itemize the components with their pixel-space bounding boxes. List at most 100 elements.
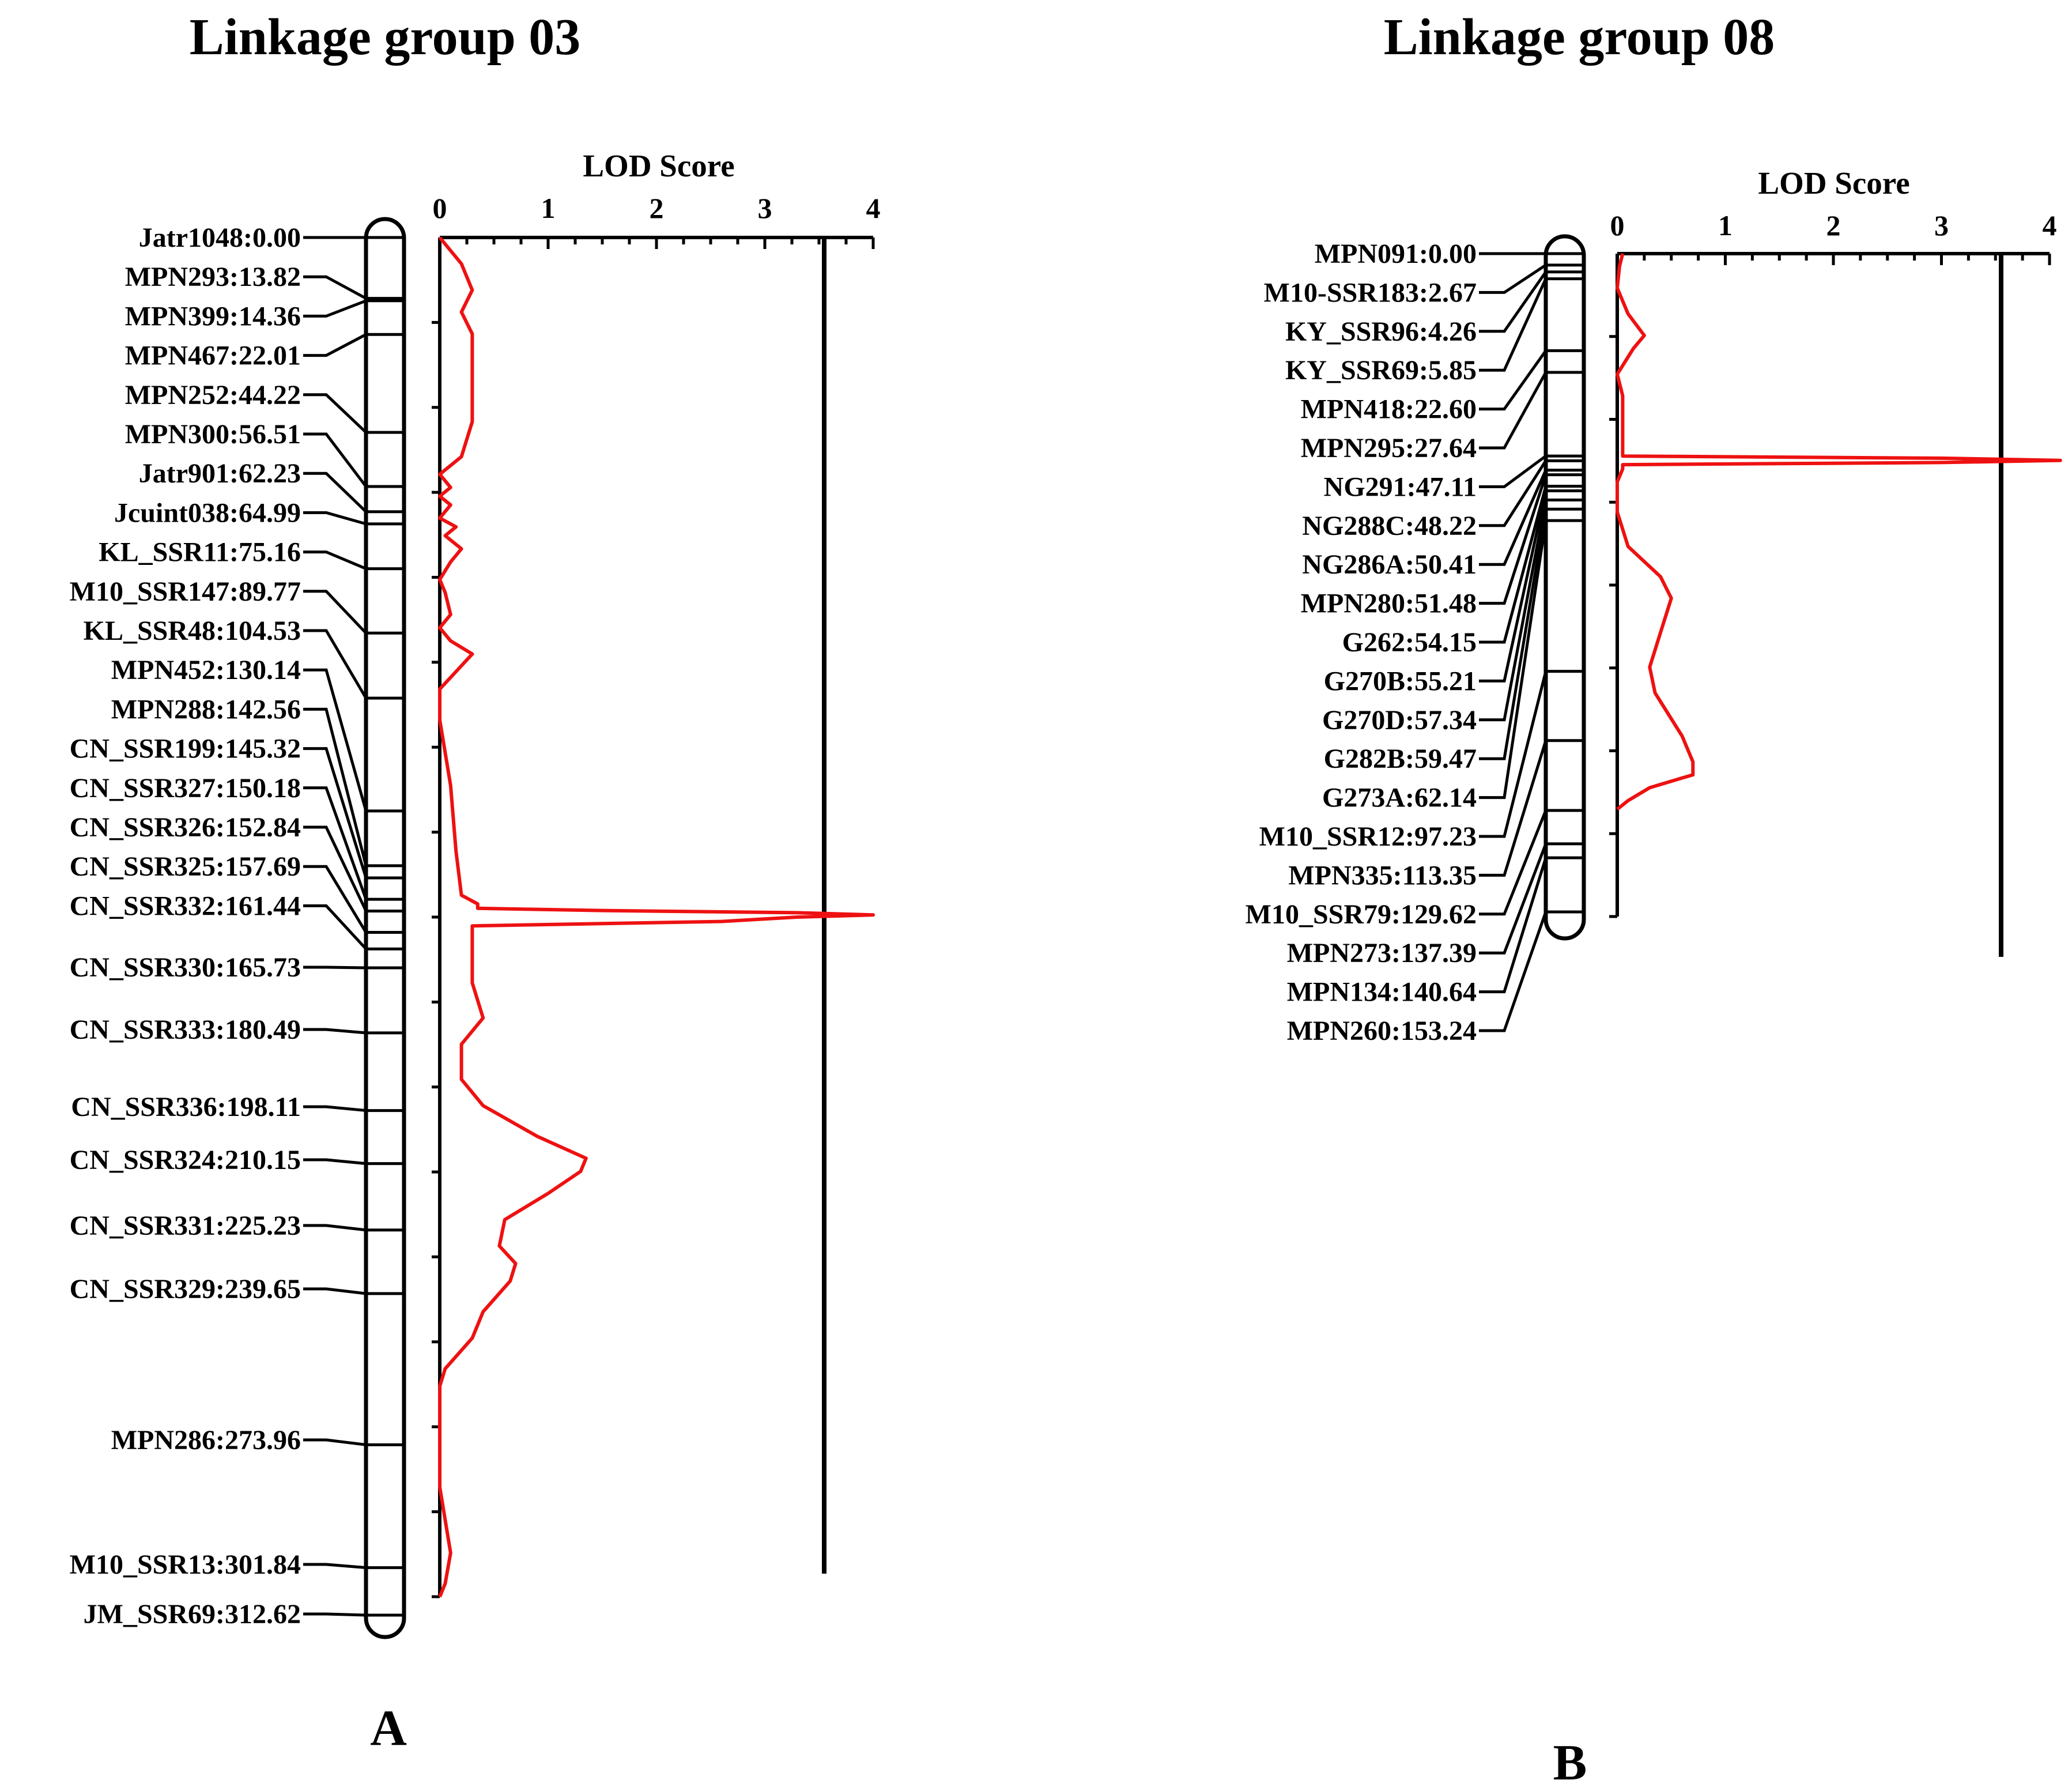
marker-label: MPN091:0.00 bbox=[1315, 239, 1477, 269]
marker-label: M10_SSR13:301.84 bbox=[70, 1549, 301, 1580]
marker-label: CN_SSR327:150.18 bbox=[70, 773, 301, 804]
marker-label: KY_SSR96:4.26 bbox=[1285, 316, 1477, 347]
marker-connector bbox=[1479, 499, 1548, 722]
marker-connector bbox=[303, 865, 368, 933]
marker-label: MPN335:113.35 bbox=[1288, 860, 1477, 891]
marker-connector bbox=[303, 825, 368, 912]
marker-label: Jcuint038:64.99 bbox=[114, 497, 301, 528]
marker-label: MPN260:153.24 bbox=[1287, 1016, 1477, 1046]
marker-label: NG288C:48.22 bbox=[1302, 511, 1477, 541]
lod-curve bbox=[1616, 253, 2062, 811]
lod-curve bbox=[438, 236, 875, 1598]
lod-tick-label: 0 bbox=[433, 192, 447, 224]
marker-label: NG286A:50.41 bbox=[1302, 549, 1477, 580]
marker-label: MPN399:14.36 bbox=[125, 301, 301, 331]
marker-connector bbox=[1479, 485, 1548, 644]
marker-connector bbox=[303, 299, 367, 318]
marker-label: CN_SSR330:165.73 bbox=[70, 952, 301, 983]
lod-tick-label: 0 bbox=[1610, 209, 1625, 242]
marker-connector bbox=[1479, 469, 1548, 566]
marker-label: CN_SSR324:210.15 bbox=[70, 1145, 301, 1175]
marker-label: CN_SSR199:145.32 bbox=[70, 734, 301, 764]
marker-label: MPN467:22.01 bbox=[125, 341, 301, 371]
marker-label: MPN295:27.64 bbox=[1301, 433, 1477, 463]
marker-connector bbox=[1479, 911, 1548, 1032]
lod-tick-label: 4 bbox=[2043, 209, 2057, 242]
marker-label: CN_SSR331:225.23 bbox=[70, 1210, 301, 1241]
marker-label: KL_SSR11:75.16 bbox=[99, 537, 301, 568]
marker-label: CN_SSR333:180.49 bbox=[70, 1015, 301, 1045]
marker-connector bbox=[303, 275, 367, 300]
marker-label: MPN252:44.22 bbox=[125, 380, 301, 410]
marker-label: MPN300:56.51 bbox=[125, 419, 301, 450]
panel-a-letter: A bbox=[370, 1700, 407, 1756]
marker-connector bbox=[1479, 278, 1548, 372]
marker-label: NG291:47.11 bbox=[1324, 472, 1477, 502]
marker-connector bbox=[303, 472, 367, 513]
marker-label: MPN280:51.48 bbox=[1301, 589, 1477, 619]
panel-a-linkage-map: Jatr1048:0.00MPN293:13.82MPN399:14.36MPN… bbox=[70, 192, 881, 1639]
marker-connector bbox=[303, 333, 367, 357]
marker-label: G282B:59.47 bbox=[1324, 744, 1477, 774]
marker-connector bbox=[303, 1563, 367, 1570]
marker-connector bbox=[1479, 474, 1548, 605]
marker-connector bbox=[303, 1224, 367, 1232]
marker-label: CN_SSR329:239.65 bbox=[70, 1274, 301, 1304]
marker-connector bbox=[303, 1158, 367, 1166]
marker-label: MPN286:273.96 bbox=[111, 1425, 301, 1455]
panel-b-letter: B bbox=[1553, 1735, 1587, 1780]
lod-tick-label: 3 bbox=[1934, 209, 1949, 242]
marker-label: CN_SSR325:157.69 bbox=[70, 851, 301, 882]
marker-connector bbox=[1479, 263, 1547, 294]
marker-connector bbox=[1479, 371, 1548, 450]
panel-a-title: Linkage group 03 bbox=[190, 9, 581, 66]
chromosome-bar bbox=[364, 217, 406, 1639]
marker-label: JM_SSR69:312.62 bbox=[84, 1599, 301, 1630]
marker-connector bbox=[303, 629, 368, 699]
panel-b-title: Linkage group 08 bbox=[1384, 9, 1775, 66]
chromosome-bar bbox=[1543, 234, 1586, 941]
marker-connector bbox=[1479, 455, 1547, 488]
lod-tick-label: 4 bbox=[866, 192, 881, 224]
marker-label: CN_SSR326:152.84 bbox=[70, 812, 301, 843]
marker-connector bbox=[303, 1287, 367, 1295]
marker-label: CN_SSR336:198.11 bbox=[71, 1092, 301, 1122]
marker-label: MPN134:140.64 bbox=[1287, 977, 1477, 1008]
marker-connector bbox=[303, 904, 367, 950]
panel-b-linkage-map: MPN091:0.00M10-SSR183:2.67KY_SSR96:4.26K… bbox=[1246, 209, 2062, 1046]
marker-connector bbox=[1479, 508, 1548, 760]
lod-tick-label: 1 bbox=[541, 192, 556, 224]
marker-connector bbox=[303, 668, 368, 812]
marker-connector bbox=[303, 1438, 367, 1446]
marker-label: Jatr901:62.23 bbox=[139, 458, 301, 489]
marker-connector bbox=[1479, 460, 1548, 527]
marker-connector bbox=[1479, 843, 1548, 955]
marker-connector bbox=[303, 1028, 367, 1035]
marker-label: G270B:55.21 bbox=[1324, 666, 1477, 696]
lod-tick-label: 2 bbox=[1826, 209, 1841, 242]
marker-label: G273A:62.14 bbox=[1322, 783, 1477, 813]
marker-connector bbox=[1479, 670, 1548, 838]
marker-connector bbox=[303, 432, 367, 488]
marker-label: Jatr1048:0.00 bbox=[139, 223, 301, 253]
marker-label: MPN452:130.14 bbox=[111, 655, 301, 685]
marker-label: MPN273:137.39 bbox=[1287, 938, 1477, 968]
marker-connector bbox=[1479, 490, 1548, 682]
marker-connector bbox=[303, 966, 367, 970]
marker-connector bbox=[303, 747, 368, 878]
marker-label: KL_SSR48:104.53 bbox=[84, 616, 301, 646]
marker-label: G262:54.15 bbox=[1342, 627, 1477, 658]
lod-tick-label: 1 bbox=[1718, 209, 1733, 242]
marker-connector bbox=[1479, 810, 1548, 916]
marker-label: M10_SSR12:97.23 bbox=[1259, 821, 1477, 852]
marker-connector bbox=[303, 786, 368, 900]
lod-tick-label: 2 bbox=[650, 192, 664, 224]
marker-connector bbox=[303, 707, 368, 866]
marker-connector bbox=[303, 550, 367, 570]
marker-connector bbox=[303, 1612, 367, 1617]
marker-label: MPN288:142.56 bbox=[111, 694, 301, 725]
panel-a-lod-axis-label: LOD Score bbox=[583, 148, 734, 183]
marker-connector bbox=[303, 393, 367, 433]
